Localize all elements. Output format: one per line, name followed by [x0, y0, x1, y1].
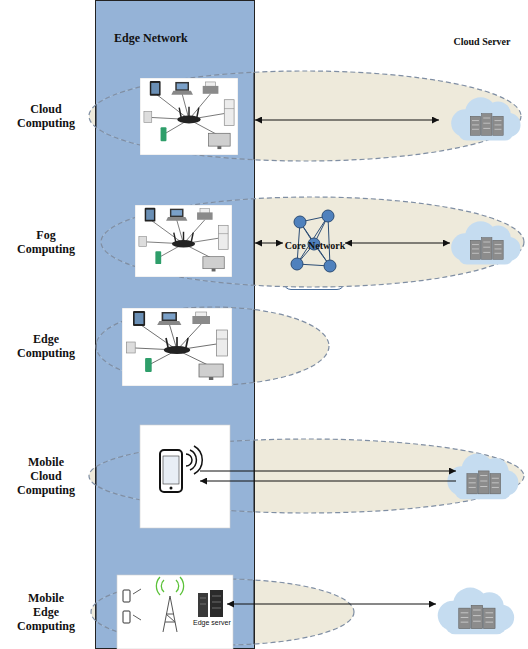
group-heading: Cloud Server [439, 36, 525, 47]
paradigm-label: Mobile Edge Computing [14, 591, 78, 633]
paradigm-label: Edge Computing [14, 332, 78, 360]
text-holder: Mobile Edge Computing [14, 591, 78, 633]
paradigm-label: Cloud Computing [14, 102, 78, 130]
text-holder: Mobile Cloud Computing [14, 455, 78, 497]
double-arrow [255, 243, 283, 244]
group-heading: Core Network [254, 240, 376, 251]
paradigm-label: Mobile Cloud Computing [14, 455, 78, 497]
text-holder: Edge Network [114, 31, 188, 46]
text-holder: Core Network [254, 240, 376, 251]
band-heading: Edge Network [114, 31, 188, 46]
cloud-icon [447, 454, 518, 500]
double-arrow [255, 120, 439, 121]
mobile-edge-picture [117, 575, 233, 649]
cloud-icon [451, 221, 520, 264]
text-holder: Edge Computing [14, 332, 78, 360]
device-label: Edge server [192, 619, 232, 626]
paradigm-label: Fog Computing [14, 228, 78, 256]
mobile-phone-picture [140, 425, 230, 528]
core-network-graph [291, 210, 336, 272]
text-holder: Cloud Computing [14, 102, 78, 130]
layout-arrows [227, 243, 450, 604]
cloud-icon [438, 588, 514, 635]
cloud-server-icons [438, 97, 521, 634]
device-network-picture [140, 78, 238, 155]
device-network-picture [135, 205, 232, 277]
network-illustrations [122, 78, 238, 386]
text-holder: Fog Computing [14, 228, 78, 256]
text-holder: Cloud Server [439, 36, 525, 47]
device-network-picture [122, 308, 232, 386]
cloud-icon [451, 97, 520, 140]
mobile-cloud-arrows [200, 471, 456, 481]
text-holder: Edge server [192, 619, 232, 626]
